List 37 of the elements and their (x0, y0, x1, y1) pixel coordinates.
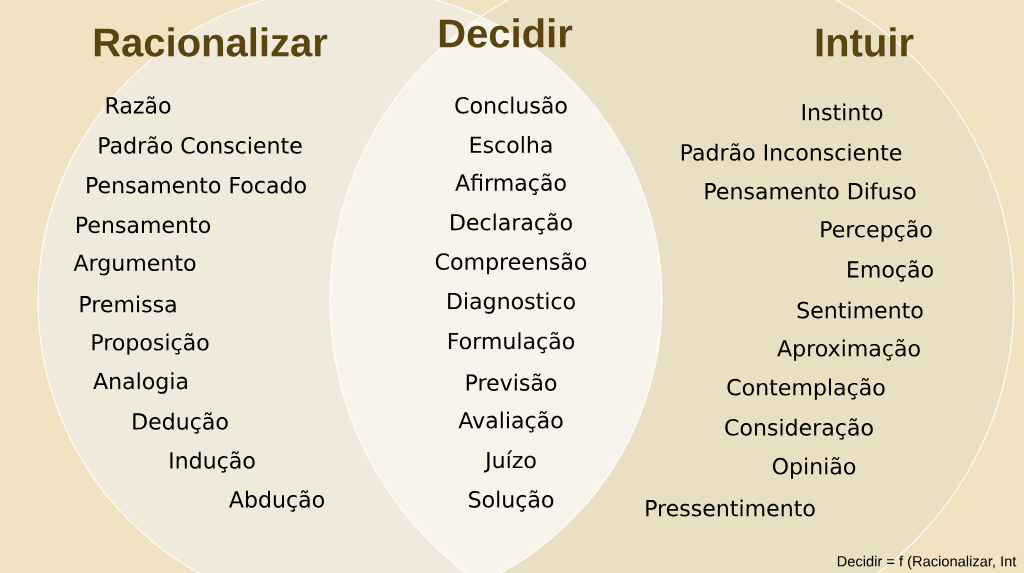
term-text: Padrão Inconsciente (681, 143, 902, 161)
term-text: Sentimento (797, 301, 923, 319)
term-text: Premissa (80, 295, 176, 313)
term-text: Afirmação (455, 173, 566, 195)
term-text: Aproximação (777, 339, 920, 361)
term-text: Juízo (484, 450, 536, 473)
term-text: Formulação (448, 331, 575, 354)
term-text: Instinto (802, 103, 883, 121)
term-text: Abdução (229, 490, 324, 512)
term-text: Pensamento Difuso (705, 182, 916, 200)
term-text: Dedução (133, 412, 228, 434)
term-text: Diagnostico (448, 292, 575, 314)
heading: Racionalizar (94, 27, 328, 57)
term-text: Razão (106, 96, 171, 114)
term-text: Opinião (772, 457, 856, 479)
formula-note: Decidir = f (Racionalizar, Int (837, 555, 1017, 570)
term-text: Padrão Consciente (99, 136, 302, 154)
term-text: Argumento (73, 254, 196, 276)
term-text: Solução (469, 490, 554, 512)
term-text: Proposição (92, 333, 209, 355)
term-text: Consideração (725, 418, 873, 440)
term-text: Analogia (93, 372, 187, 394)
term-text: Declaração (451, 213, 572, 235)
term-text: Compreensão (435, 252, 587, 275)
term-text: Emoção (848, 260, 933, 282)
term-text: Pensamento (77, 216, 210, 234)
term-text: Conclusão (455, 96, 567, 114)
term-text: Previsão (466, 373, 557, 391)
term-text: Pensamento Focado (87, 176, 306, 194)
term-text: Avaliação (458, 411, 563, 433)
term-text: Percepção (821, 220, 932, 242)
term-text: Pressentimento (646, 499, 815, 517)
term-text: Indução (170, 451, 255, 473)
term-text: Escolha (470, 136, 552, 154)
term-text: Contemplação (727, 378, 885, 400)
heading: Decidir (439, 18, 573, 48)
heading: Intuir (816, 27, 914, 57)
